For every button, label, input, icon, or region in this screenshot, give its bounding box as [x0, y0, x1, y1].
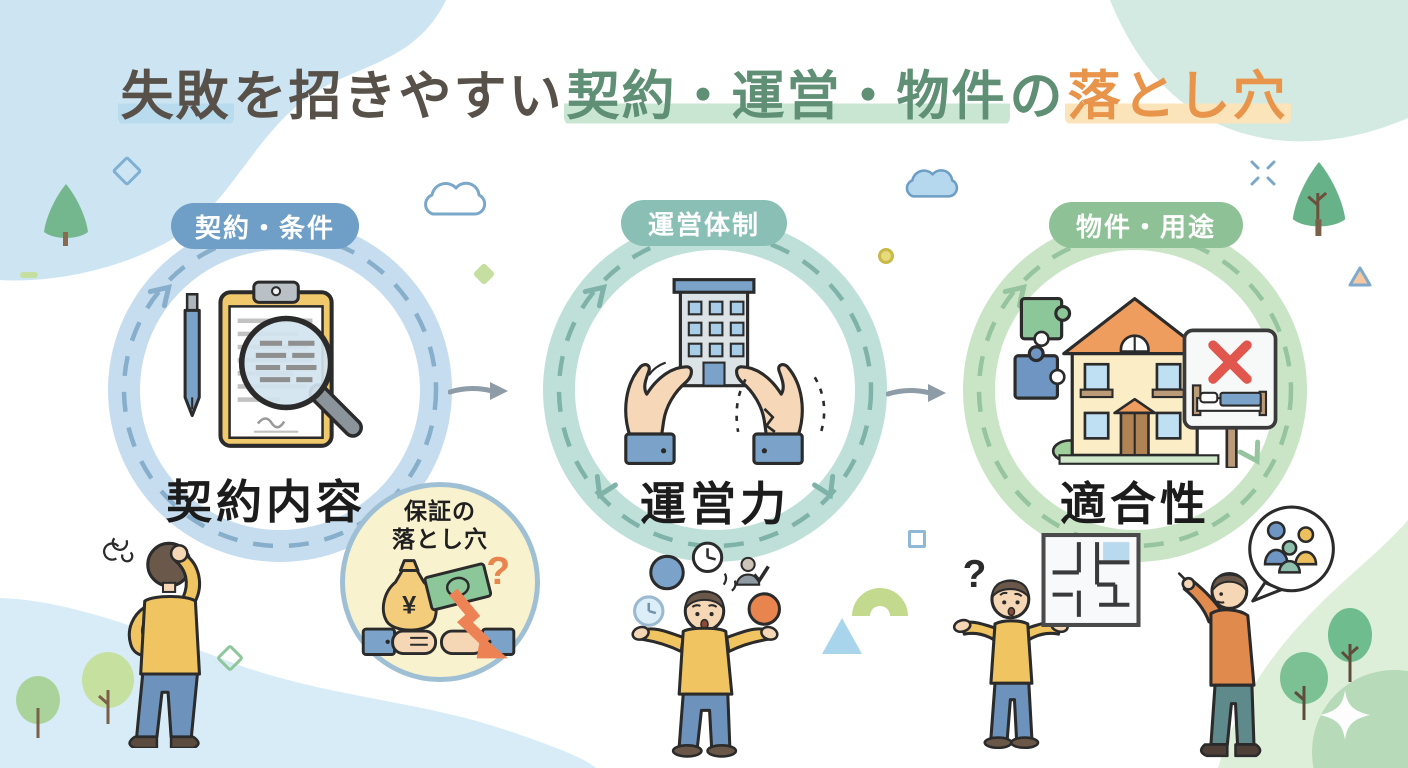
- round-tree-4-icon: [1328, 608, 1372, 682]
- left-hand-icon: [624, 361, 693, 465]
- ring2-arrowhead-icon: [582, 284, 607, 309]
- arrow-circle2-to-circle3: [886, 384, 946, 402]
- svg-text:¥: ¥: [402, 591, 417, 619]
- x-mark-icon: [1208, 340, 1252, 384]
- shake-dashes-right: [813, 376, 826, 433]
- puzzle-piece-blue-icon: [1013, 345, 1066, 400]
- person-shrugging: ?: [952, 553, 1069, 750]
- question-mark: ?: [963, 553, 987, 596]
- triangle-peach-icon: [1348, 266, 1372, 287]
- title-seg2-rest: の: [1009, 67, 1065, 126]
- bed-icon: [1191, 384, 1268, 417]
- blob-corner-green: [1312, 670, 1408, 768]
- ring1-arrowhead-icon: [147, 284, 172, 309]
- page-title: 失敗を招きやすい契約・運営・物件の落とし穴: [0, 54, 1408, 130]
- round-tree-1-icon: [82, 652, 134, 724]
- badge-property-usage: 物件・用途: [1049, 202, 1243, 248]
- pitfall-label: 保証の 落とし穴: [345, 498, 535, 553]
- clock-small-icon: [633, 595, 665, 627]
- ball-blue-icon: [649, 554, 685, 591]
- clipboard-contract-magnifier-icon: [183, 280, 363, 448]
- triangle-blue-icon: [822, 618, 862, 654]
- sparkle-cross-icon: [1250, 160, 1276, 186]
- title-seg3-highlight: 落とし穴: [1064, 67, 1291, 126]
- label-operation-power: 運営力: [640, 478, 790, 530]
- badge-contract-conditions: 契約・条件: [171, 203, 359, 249]
- money-handshake-decline-arrow-icon: ¥ ?: [361, 550, 516, 659]
- label-suitability: 適合性: [1060, 478, 1210, 530]
- ball-orange-icon: [747, 592, 782, 626]
- magnifier-icon: [238, 315, 363, 438]
- house-icon: [1051, 297, 1220, 465]
- badge-operation-system: 運営体制: [621, 200, 787, 246]
- question-mark: ?: [486, 550, 510, 593]
- blob-top-left: [0, 0, 446, 281]
- crack-mark: [763, 407, 776, 433]
- decline-arrow-icon: [449, 588, 508, 659]
- title-seg2-highlight: 契約・運営・物件: [563, 67, 1010, 126]
- person-check-icon: [735, 556, 770, 586]
- right-hand-icon: [735, 363, 804, 465]
- person-juggling-tasks: [631, 541, 782, 758]
- title-seg1-highlight: 失敗: [117, 67, 234, 126]
- sweat-drops: [722, 572, 737, 592]
- person-confused-scratching-head: [103, 537, 202, 748]
- cloud-filled-icon: [905, 169, 959, 198]
- square-outline-blue-icon: [908, 530, 926, 548]
- ring2-arrowhead3-icon: [812, 474, 836, 500]
- sparkle-star-icon: [1320, 690, 1370, 740]
- speech-bubble-family: [1248, 505, 1335, 603]
- hands-supporting-building-icon: [624, 278, 826, 465]
- pine-tree-left-icon: [44, 184, 88, 246]
- pen-icon: [183, 292, 201, 418]
- arch-green-icon: [852, 588, 908, 616]
- pitfall-label-line1: 保証の: [404, 498, 476, 524]
- dot-yellow-icon: [878, 248, 894, 264]
- pitfall-label-line2: 落とし穴: [392, 525, 488, 552]
- guarantee-pitfall-bubble: 保証の 落とし穴 ¥ ?: [340, 482, 540, 682]
- puzzle-piece-green-icon: [1019, 297, 1072, 348]
- confusion-squiggle-icon: [103, 537, 134, 563]
- dash-green-icon: [20, 272, 38, 278]
- ring2-arrowhead2-icon: [594, 474, 618, 500]
- label-contract-content: 契約内容: [166, 476, 366, 528]
- house-puzzle-no-bed-sign-icon: [1013, 297, 1278, 468]
- cloud-icon: [424, 181, 487, 216]
- round-tree-2-icon: [16, 676, 60, 738]
- shake-dashes-left: [735, 378, 747, 433]
- pine-tree-right-icon: [1292, 162, 1346, 236]
- arrow-circle1-to-circle2: [448, 382, 508, 400]
- ring3-arrowhead2-icon: [1237, 439, 1261, 466]
- family-icon: [1263, 521, 1318, 574]
- title-seg1-rest: を招きやすい: [233, 67, 564, 126]
- person-pointing: [1177, 572, 1262, 758]
- floor-plan-icon: [1041, 533, 1141, 627]
- clock-icon: [691, 541, 724, 574]
- no-bed-sign-icon: [1182, 328, 1278, 468]
- round-tree-3-icon: [1280, 652, 1328, 720]
